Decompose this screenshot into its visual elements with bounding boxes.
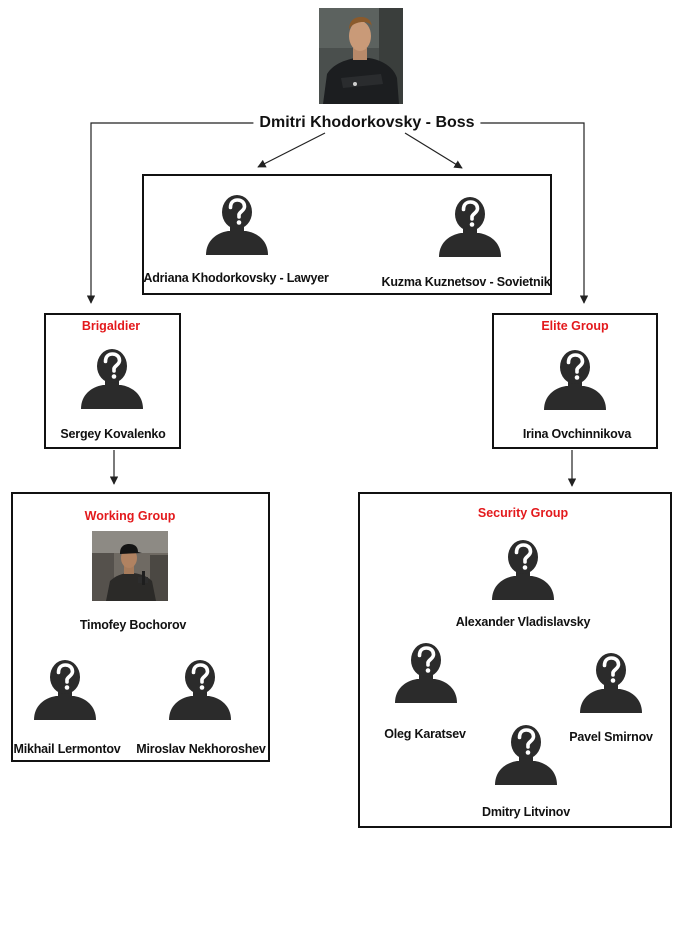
security-member-name: Pavel Smirnov — [569, 730, 653, 744]
connector-boss-brigadier — [86, 122, 275, 304]
unknown-person-icon — [204, 195, 270, 255]
unknown-person-icon — [167, 660, 233, 720]
connector-boss-advisor-left — [257, 132, 326, 168]
security-member-name: Alexander Vladislavsky — [455, 615, 591, 629]
brigadier-name: Sergey Kovalenko — [60, 427, 166, 441]
unknown-person-icon — [437, 197, 503, 257]
working-lead-name: Timofey Bochorov — [79, 618, 187, 632]
unknown-person-icon — [493, 725, 559, 785]
unknown-person-icon — [542, 350, 608, 410]
elite-title: Elite Group — [541, 319, 609, 333]
security-member-name: Dmitry Litvinov — [482, 805, 570, 819]
elite-name: Irina Ovchinnikova — [522, 427, 632, 441]
boss-name: Dmitri Khodorkovsky - Boss — [253, 115, 481, 131]
security-member-name: Oleg Karatsev — [384, 727, 466, 741]
advisor-name: Adriana Khodorkovsky - Lawyer — [143, 271, 329, 285]
working-member-name: Mikhail Lermontov — [13, 742, 121, 756]
unknown-person-icon — [32, 660, 98, 720]
working-group-title: Working Group — [84, 509, 176, 523]
brigadier-box — [44, 313, 181, 449]
connector-boss-elite — [462, 122, 589, 304]
brigadier-title: Brigaldier — [81, 319, 141, 333]
boss-portrait-photo — [319, 8, 403, 104]
member-photo — [92, 531, 168, 601]
unknown-person-icon — [79, 349, 145, 409]
security-group-title: Security Group — [477, 506, 569, 520]
advisor-name: Kuzma Kuznetsov - Sovietnik — [381, 275, 551, 289]
unknown-person-icon — [490, 540, 556, 600]
connector-boss-advisor-right — [404, 132, 463, 169]
unknown-person-icon — [578, 653, 644, 713]
working-member-name: Miroslav Nekhoroshev — [136, 742, 266, 756]
unknown-person-icon — [393, 643, 459, 703]
